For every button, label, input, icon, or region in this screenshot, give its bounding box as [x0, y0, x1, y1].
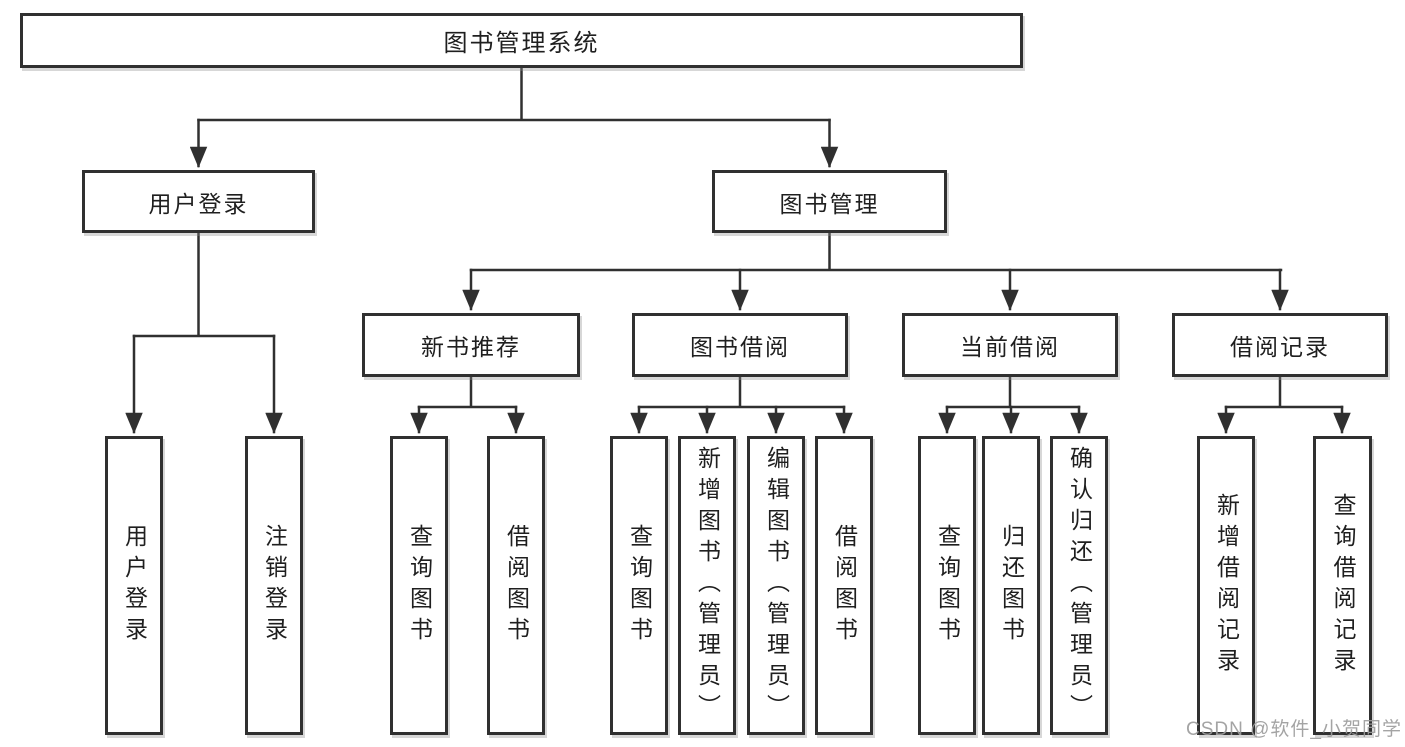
leaf-bb-add-book-admin: 新增图书（管理员）	[678, 436, 736, 735]
leaf-nb-borrow-books: 借阅图书	[487, 436, 545, 735]
leaf-bb-borrow-books: 借阅图书	[815, 436, 873, 735]
leaf-br-query-record: 查询借阅记录	[1313, 436, 1372, 735]
leaf-bb-query-books: 查询图书	[610, 436, 668, 735]
node-book-management: 图书管理	[712, 170, 947, 233]
leaf-logout: 注销登录	[245, 436, 303, 735]
leaf-cb-return-books: 归还图书	[982, 436, 1040, 735]
leaf-br-add-record: 新增借阅记录	[1197, 436, 1255, 735]
node-user-login: 用户登录	[82, 170, 315, 233]
leaf-user-login: 用户登录	[105, 436, 163, 735]
node-borrowing-records: 借阅记录	[1172, 313, 1388, 377]
node-new-book-recommend: 新书推荐	[362, 313, 580, 377]
node-current-borrowing: 当前借阅	[902, 313, 1118, 377]
csdn-watermark: CSDN @软件_小贺同学	[1186, 719, 1402, 740]
leaf-cb-confirm-return-admin: 确认归还（管理员）	[1050, 436, 1108, 735]
leaf-cb-query-books: 查询图书	[918, 436, 976, 735]
leaf-bb-edit-book-admin: 编辑图书（管理员）	[747, 436, 805, 735]
connector-tree-lines	[132, 66, 1344, 409]
node-book-borrowing: 图书借阅	[632, 313, 848, 377]
node-root: 图书管理系统	[20, 13, 1023, 68]
leaf-nb-query-books: 查询图书	[390, 436, 448, 735]
